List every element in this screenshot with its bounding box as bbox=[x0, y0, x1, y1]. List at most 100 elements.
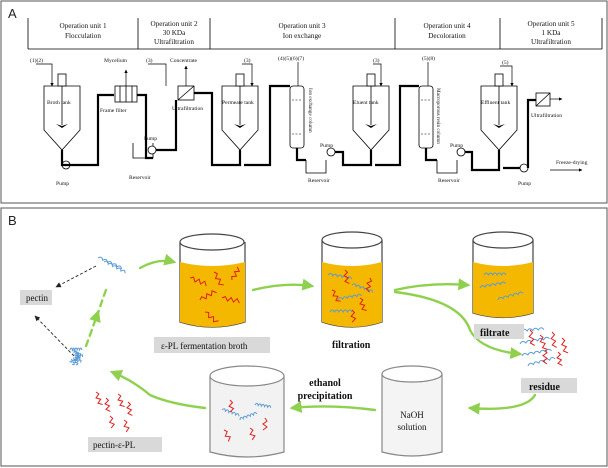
pectin-label: pectin bbox=[26, 293, 48, 303]
complex-blob bbox=[69, 354, 81, 363]
unit5-title: Operation unit 5 bbox=[527, 20, 575, 28]
ethanol-pl-chain bbox=[228, 399, 235, 413]
filtrate-chain bbox=[497, 291, 524, 301]
concentrate-label: Concentrate bbox=[170, 58, 198, 64]
reservoir-3 bbox=[436, 160, 458, 174]
ultrafiltration1-label: Ultrafiltration bbox=[172, 105, 203, 112]
pectin-box bbox=[20, 290, 52, 305]
unit5-subtitle2: Ultrafiltration bbox=[531, 38, 571, 46]
resin-column bbox=[418, 85, 434, 149]
ethanol-label-line2: precipitation bbox=[298, 391, 353, 402]
process-arrows bbox=[84, 253, 537, 415]
pectin-pl-label: pectin-ε-PL bbox=[93, 440, 135, 450]
ethanol-pectin-chain bbox=[239, 412, 258, 421]
freeze-drying-label: Freeze-drying bbox=[556, 160, 588, 166]
reservoir2-label: Reservoir bbox=[308, 178, 330, 184]
dashed-arrows bbox=[34, 265, 97, 357]
filtration-pl-chain bbox=[350, 309, 357, 323]
column-packing bbox=[292, 99, 431, 135]
naoh-label-line2: solution bbox=[397, 422, 427, 432]
unit5-subtitle: 1 KDa bbox=[542, 29, 562, 37]
beaker-filtrate bbox=[472, 231, 534, 319]
effluent-tank-label: Effluent tank bbox=[481, 99, 510, 106]
ultrafiltration2-label: Ultrafiltration bbox=[531, 112, 562, 119]
pump2-label: Pump bbox=[144, 136, 157, 142]
residue-pl-chain bbox=[550, 331, 557, 348]
filtration-liquid bbox=[322, 262, 382, 327]
broth-liquid bbox=[180, 262, 245, 327]
filtrate-label: filtrate bbox=[480, 328, 510, 339]
filtration-pl-chain bbox=[331, 289, 341, 302]
naoh-label-line1: NaOH bbox=[400, 410, 424, 420]
pump-4 bbox=[456, 147, 466, 157]
broth-polymer bbox=[189, 276, 207, 287]
unit4-title: Operation unit 4 bbox=[423, 22, 471, 30]
filtrate-liquid bbox=[473, 262, 533, 318]
unit3-subtitle: Ion exchange bbox=[283, 32, 322, 40]
ion-exchange-column bbox=[289, 85, 305, 149]
reservoir1-label: Reservoir bbox=[129, 175, 151, 181]
reservoir-2 bbox=[305, 160, 327, 174]
feed3a-label: (3) bbox=[146, 57, 153, 64]
mycelium-label: Mycelium bbox=[104, 58, 128, 64]
process-pipes bbox=[60, 84, 536, 172]
reservoirs bbox=[132, 143, 458, 174]
eluent-tank-motor bbox=[366, 73, 376, 87]
broth-polymer bbox=[213, 271, 224, 286]
stirrers bbox=[56, 124, 505, 128]
broth-tank-motor bbox=[57, 73, 67, 87]
filtration-pectin-chain bbox=[351, 283, 374, 293]
residue-pl-chain bbox=[556, 351, 563, 366]
filtrate-chain bbox=[483, 272, 507, 277]
panel-a-letter: A bbox=[8, 6, 17, 21]
residue-pl-chain bbox=[528, 329, 535, 346]
pump4-label: Pump bbox=[450, 143, 463, 149]
label-boxes bbox=[20, 290, 577, 452]
eluent-tank-label: Eluent tank bbox=[353, 100, 379, 106]
pump-3 bbox=[326, 147, 336, 157]
panel-b-letter: B bbox=[8, 213, 17, 228]
ion-column-label: Ion exchange column bbox=[307, 88, 313, 133]
broth-polymer bbox=[204, 311, 219, 323]
feed1-label: (1)(2) bbox=[30, 57, 43, 64]
panel-b: B bbox=[0, 207, 608, 467]
pectin-pl-chain bbox=[95, 391, 103, 405]
residue-box bbox=[521, 378, 577, 393]
pectin-chain bbox=[103, 260, 126, 274]
residue-pectin-chain bbox=[527, 356, 556, 367]
broth-tank-label: Broth tank bbox=[47, 100, 71, 106]
arrow-to-naoh bbox=[467, 393, 537, 415]
broth-polymer bbox=[199, 290, 217, 301]
broth-box bbox=[154, 337, 270, 353]
ethanol-pl-chain bbox=[223, 429, 231, 442]
filtration-pl-chain bbox=[343, 269, 350, 284]
feed3b-label: (3) bbox=[244, 57, 251, 64]
pump3-label: Pump bbox=[320, 143, 333, 149]
beaker-naoh bbox=[381, 365, 443, 457]
broth-polymer bbox=[221, 295, 240, 304]
resin-column-label: Macroporous resin column bbox=[435, 88, 441, 144]
ethanol-label-line1: ethanol bbox=[309, 378, 341, 389]
arrow-complex-down bbox=[94, 288, 108, 322]
reservoir3-label: Reservoir bbox=[438, 178, 460, 184]
complex-blob bbox=[69, 347, 83, 352]
filtration-pectin-chain bbox=[329, 309, 353, 314]
filtration-pl-chain bbox=[359, 297, 367, 311]
pump1-label: Pump bbox=[56, 181, 69, 187]
unit2-subtitle2: Ultrafiltration bbox=[154, 38, 194, 46]
unit2-title: Operation unit 2 bbox=[150, 20, 198, 28]
feed-lines bbox=[36, 62, 583, 172]
beaker-broth bbox=[179, 233, 246, 328]
feed3c-label: (3) bbox=[373, 57, 380, 64]
unit-dividers bbox=[27, 18, 603, 49]
residue-label: residue bbox=[529, 382, 560, 393]
ethanol-pl-chain bbox=[262, 417, 268, 431]
frame-filter-label: Frame filter bbox=[100, 107, 127, 114]
permeate-tank-motor bbox=[235, 73, 245, 87]
panel-a: A Operation unit 1 Flocculation Operatio… bbox=[0, 0, 608, 204]
tanks bbox=[43, 73, 518, 151]
broth-polymer bbox=[231, 266, 241, 281]
filtration-pl-chain bbox=[365, 277, 373, 293]
